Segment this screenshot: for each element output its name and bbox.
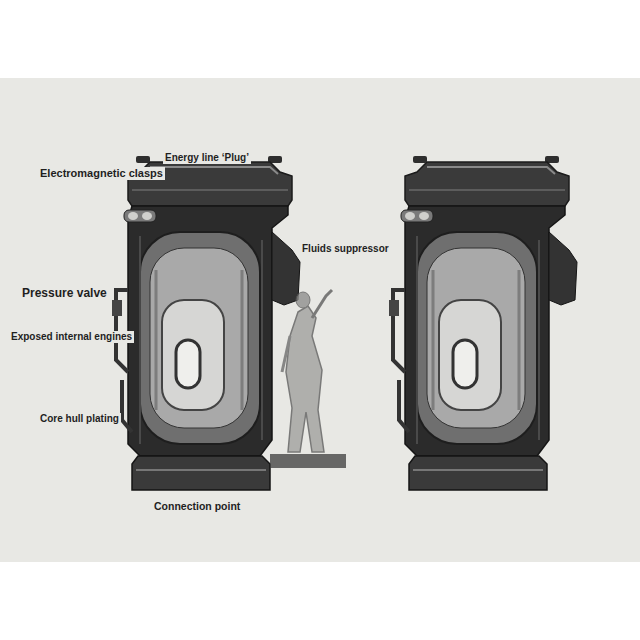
part-label: Energy line ‘Plug’ [163,152,251,164]
part-label: Core hull plating [38,413,121,425]
paper-ground [0,78,640,562]
part-label: Connection point [152,500,242,513]
part-label: Electromagnetic clasps [38,167,165,180]
part-label: Exposed internal engines [9,331,134,343]
part-label: Pressure valve [20,286,109,300]
scale-figure [270,290,346,468]
part-label: Fluids suppressor [300,243,391,255]
pod-annotated [112,156,300,490]
pod-clean [389,156,577,490]
